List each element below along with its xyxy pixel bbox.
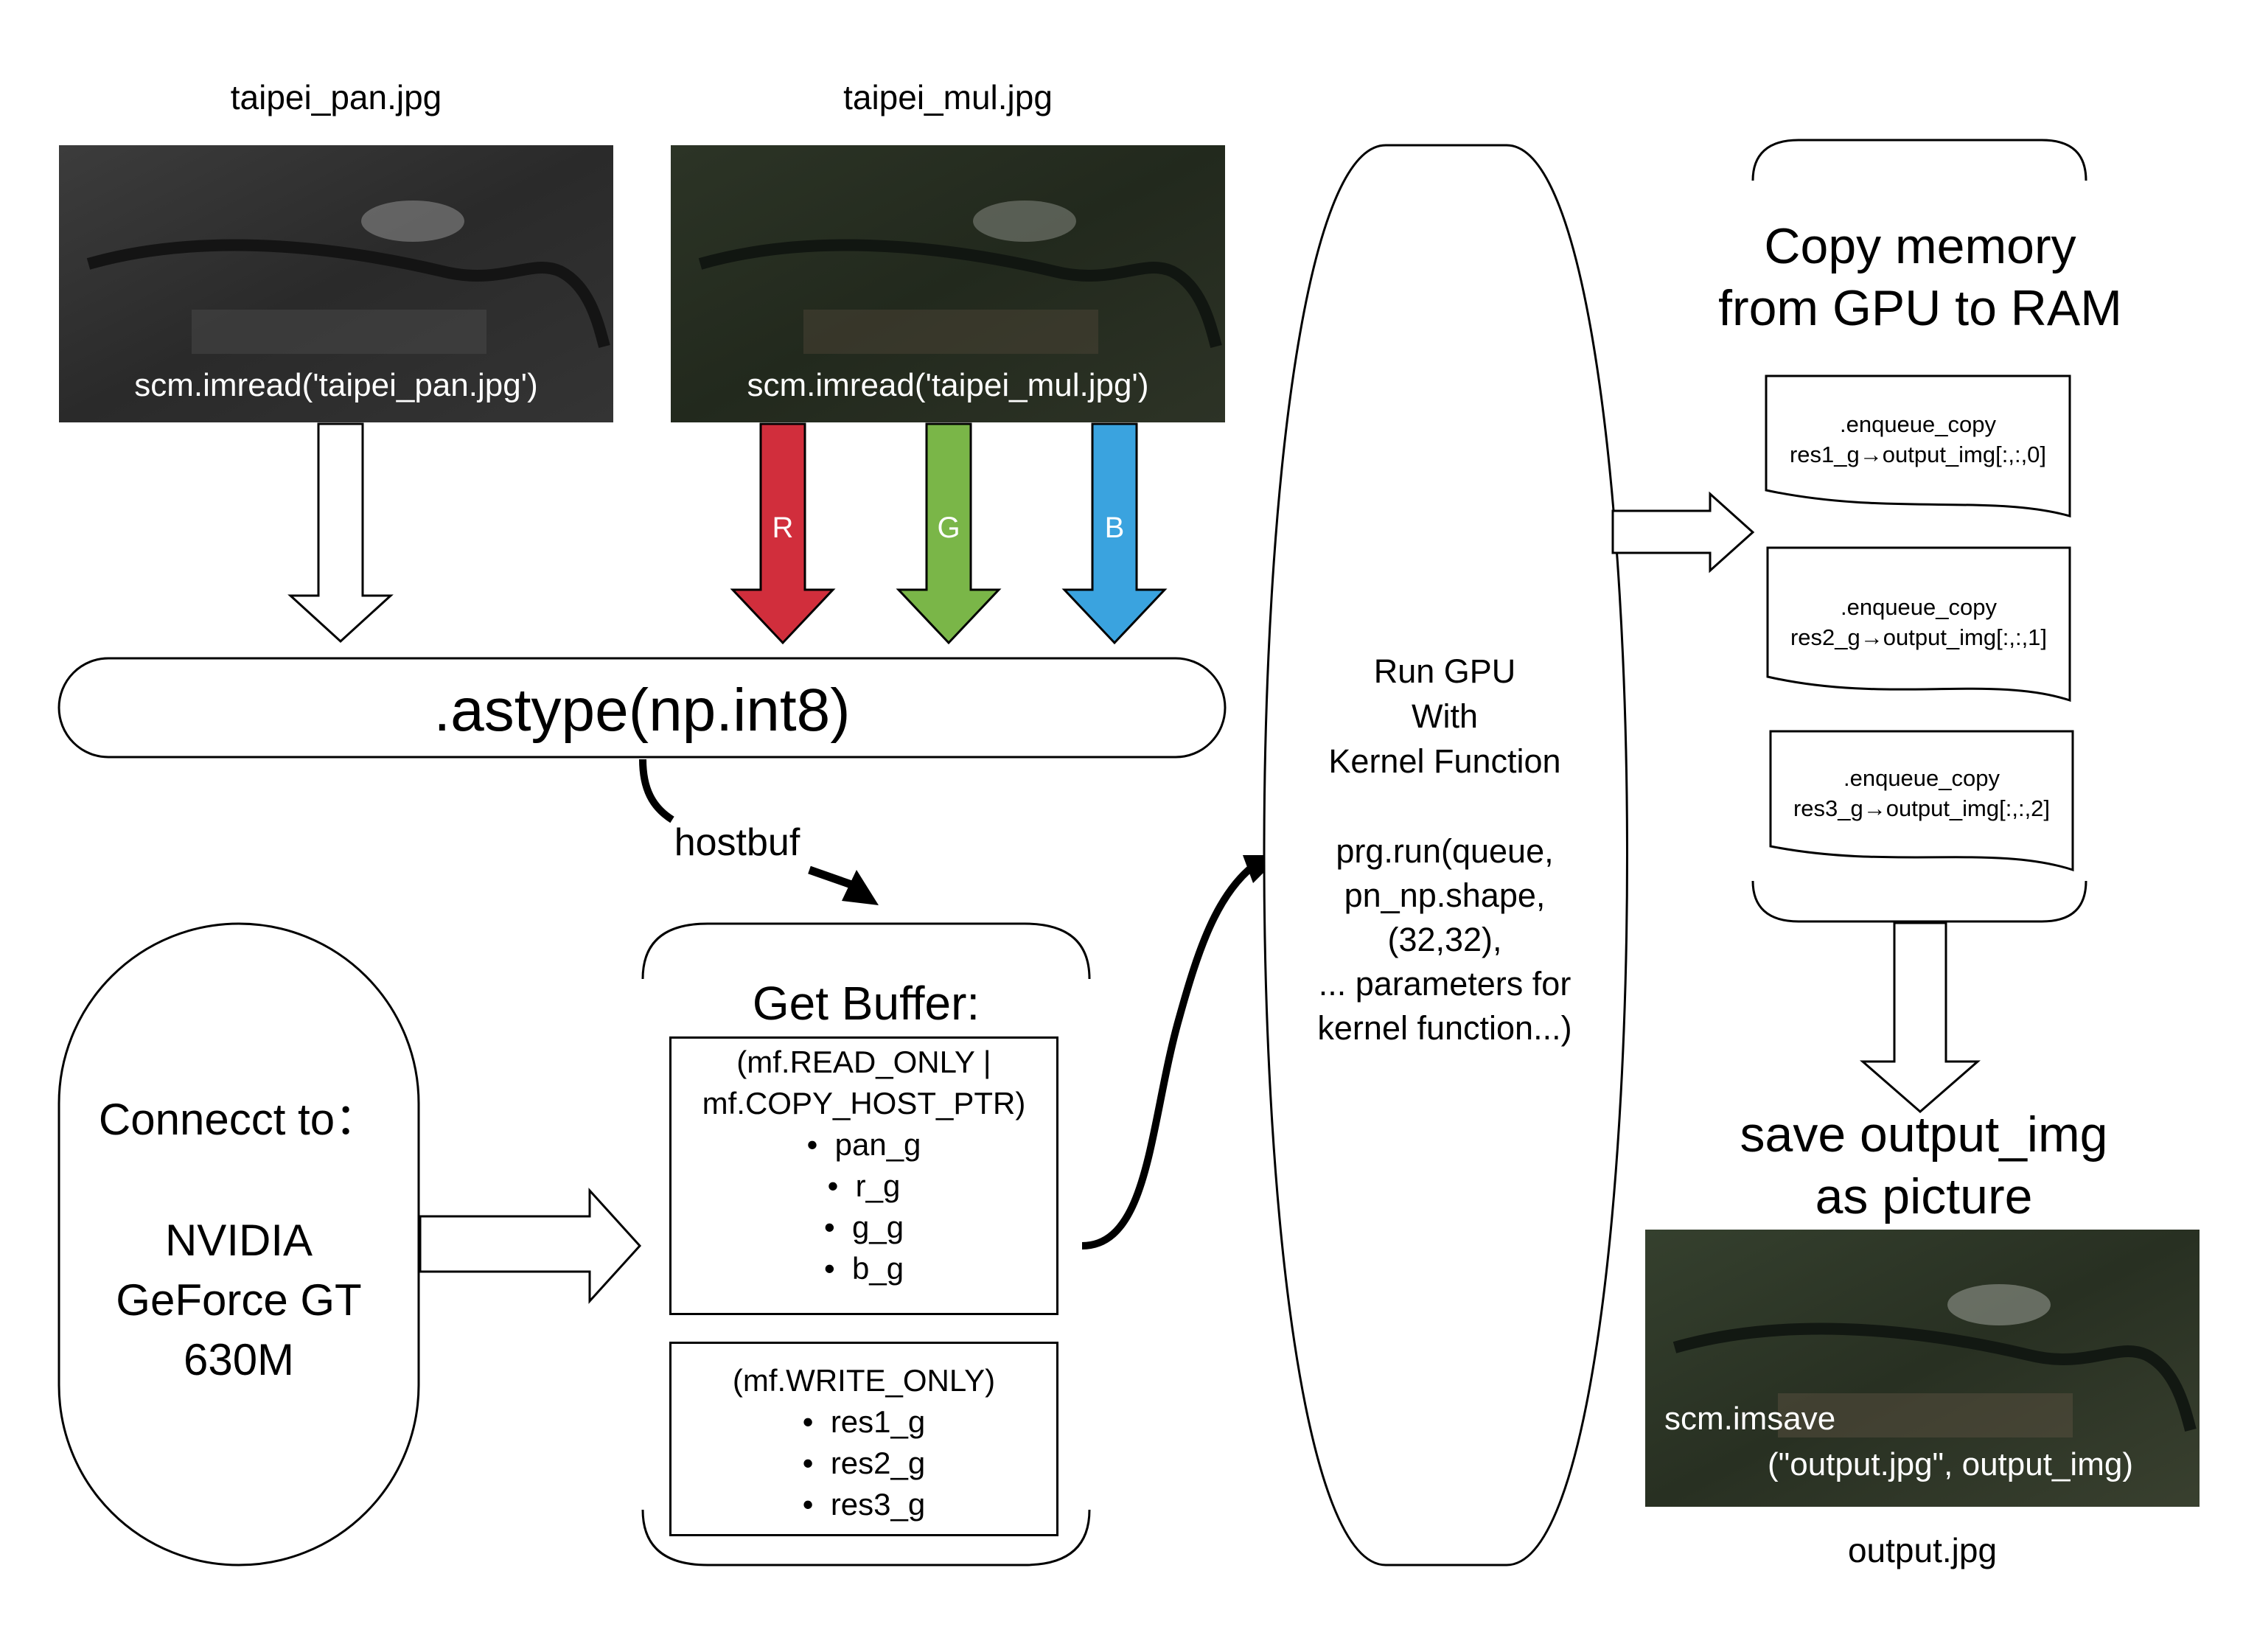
copy-title-line-2: from GPU to RAM bbox=[1718, 280, 2122, 336]
copy-doc-1 bbox=[1765, 374, 2071, 517]
save-code-line-1: scm.imsave bbox=[1664, 1401, 1836, 1437]
gpu-device-line-3: 630M bbox=[183, 1335, 295, 1384]
gpu-run-line-3: Kernel Function bbox=[1328, 742, 1561, 780]
connect-to-buffer-arrow bbox=[419, 1188, 642, 1304]
gpu-call-line-4: ... parameters for bbox=[1318, 965, 1572, 1003]
list-item: res2_g bbox=[671, 1443, 1056, 1484]
gpu-device-line-1: NVIDIA bbox=[164, 1216, 313, 1265]
channel-g-arrow bbox=[896, 422, 1002, 645]
hostbuf-arrow-head bbox=[842, 870, 879, 905]
write-buffer-list: res1_g res2_g res3_g bbox=[671, 1401, 1056, 1525]
copy-doc-2-line-2: res2_g→output_img[:,:,1] bbox=[1790, 624, 2048, 650]
pan-to-astype-arrow bbox=[287, 422, 394, 644]
channel-b-arrow bbox=[1061, 422, 1168, 645]
list-item: b_g bbox=[671, 1248, 1056, 1289]
astype-label: .astype(np.int8) bbox=[433, 677, 851, 744]
gpu-run-text: Run GPU With Kernel Function bbox=[1268, 649, 1622, 784]
gpu-capsule bbox=[1263, 144, 1628, 1566]
output-filename: output.jpg bbox=[1847, 1531, 1998, 1569]
copy-doc-2 bbox=[1766, 546, 2071, 703]
mul-filename: taipei_mul.jpg bbox=[843, 78, 1053, 116]
gpu-call-line-3: (32,32), bbox=[1387, 921, 1502, 958]
read-flags-line-1: (mf.READ_ONLY | bbox=[736, 1045, 991, 1079]
gpu-run-line-2: With bbox=[1412, 697, 1478, 735]
gpu-run-line-1: Run GPU bbox=[1373, 652, 1516, 690]
copy-doc-1-line-2: res1_g→output_img[:,:,0] bbox=[1789, 442, 2047, 467]
pan-image bbox=[59, 145, 613, 422]
copy-bracket-bottom bbox=[1751, 880, 2087, 923]
hostbuf-curve bbox=[639, 759, 674, 823]
save-title-line-2: as picture bbox=[1815, 1168, 2033, 1224]
save-code-line-2: ("output.jpg", output_img) bbox=[1768, 1446, 2133, 1482]
copy-doc-1-text: .enqueue_copy res1_g→output_img[:,:,0] bbox=[1766, 409, 2070, 470]
gpu-to-copy-arrow bbox=[1611, 491, 1755, 574]
copy-doc-3-line-2: res3_g→output_img[:,:,2] bbox=[1793, 795, 2051, 821]
copy-doc-2-text: .enqueue_copy res2_g→output_img[:,:,1] bbox=[1768, 592, 2070, 652]
pan-code: scm.imread('taipei_pan.jpg') bbox=[134, 367, 538, 403]
copy-title-line-1: Copy memory bbox=[1764, 218, 2076, 274]
gpu-call-line-5: kernel function...) bbox=[1317, 1009, 1572, 1047]
gpu-call-line-2: pn_np.shape, bbox=[1344, 876, 1546, 914]
channel-r-label: R bbox=[772, 512, 794, 544]
buffer-title: Get Buffer: bbox=[752, 977, 980, 1030]
channel-r-arrow bbox=[730, 422, 836, 645]
copy-bracket-top bbox=[1751, 139, 2087, 181]
gpu-device-line-2: GeForce GT bbox=[116, 1275, 362, 1325]
read-buffer-box: (mf.READ_ONLY | mf.COPY_HOST_PTR) pan_g … bbox=[669, 1036, 1058, 1315]
connect-title: Connecct to： bbox=[98, 1095, 380, 1144]
gpu-call-text: prg.run(queue, pn_np.shape, (32,32), ...… bbox=[1268, 829, 1622, 1050]
gpu-device-name: NVIDIA GeForce GT 630M bbox=[59, 1210, 419, 1390]
gpu-call-line-1: prg.run(queue, bbox=[1336, 832, 1554, 870]
write-buffer-box: (mf.WRITE_ONLY) res1_g res2_g res3_g bbox=[669, 1342, 1058, 1536]
output-image bbox=[1645, 1230, 2200, 1507]
save-title: save output_img as picture bbox=[1688, 1104, 2160, 1227]
copy-doc-3-line-1: .enqueue_copy bbox=[1843, 765, 2000, 791]
copy-doc-2-line-1: .enqueue_copy bbox=[1840, 594, 1998, 620]
copy-doc-1-line-1: .enqueue_copy bbox=[1839, 411, 1997, 437]
copy-doc-3-text: .enqueue_copy res3_g→output_img[:,:,2] bbox=[1771, 763, 2073, 823]
write-flags-line: (mf.WRITE_ONLY) bbox=[732, 1363, 996, 1398]
pan-filename: taipei_pan.jpg bbox=[230, 78, 442, 116]
list-item: pan_g bbox=[671, 1124, 1056, 1165]
copy-title: Copy memory from GPU to RAM bbox=[1710, 215, 2130, 339]
hostbuf-arrow-shaft bbox=[808, 865, 853, 889]
mul-code: scm.imread('taipei_mul.jpg') bbox=[747, 367, 1149, 403]
mul-image bbox=[671, 145, 1225, 422]
read-buffer-list: pan_g r_g g_g b_g bbox=[671, 1124, 1056, 1289]
copy-to-save-arrow bbox=[1859, 921, 1981, 1113]
channel-g-label: G bbox=[937, 512, 960, 544]
channel-b-label: B bbox=[1104, 512, 1125, 544]
buffer-bracket-top bbox=[641, 922, 1091, 980]
connect-capsule bbox=[57, 922, 420, 1566]
list-item: g_g bbox=[671, 1207, 1056, 1248]
list-item: r_g bbox=[671, 1165, 1056, 1207]
list-item: res1_g bbox=[671, 1401, 1056, 1443]
read-flags-line-2: mf.COPY_HOST_PTR) bbox=[702, 1086, 1026, 1120]
list-item: res3_g bbox=[671, 1484, 1056, 1525]
save-title-line-1: save output_img bbox=[1740, 1106, 2108, 1163]
astype-box bbox=[57, 657, 1227, 759]
buffer-bracket-bottom bbox=[641, 1509, 1091, 1566]
buffer-to-gpu-arrow bbox=[1081, 863, 1256, 1250]
hostbuf-label: hostbuf bbox=[674, 821, 800, 864]
copy-doc-3 bbox=[1769, 730, 2074, 872]
